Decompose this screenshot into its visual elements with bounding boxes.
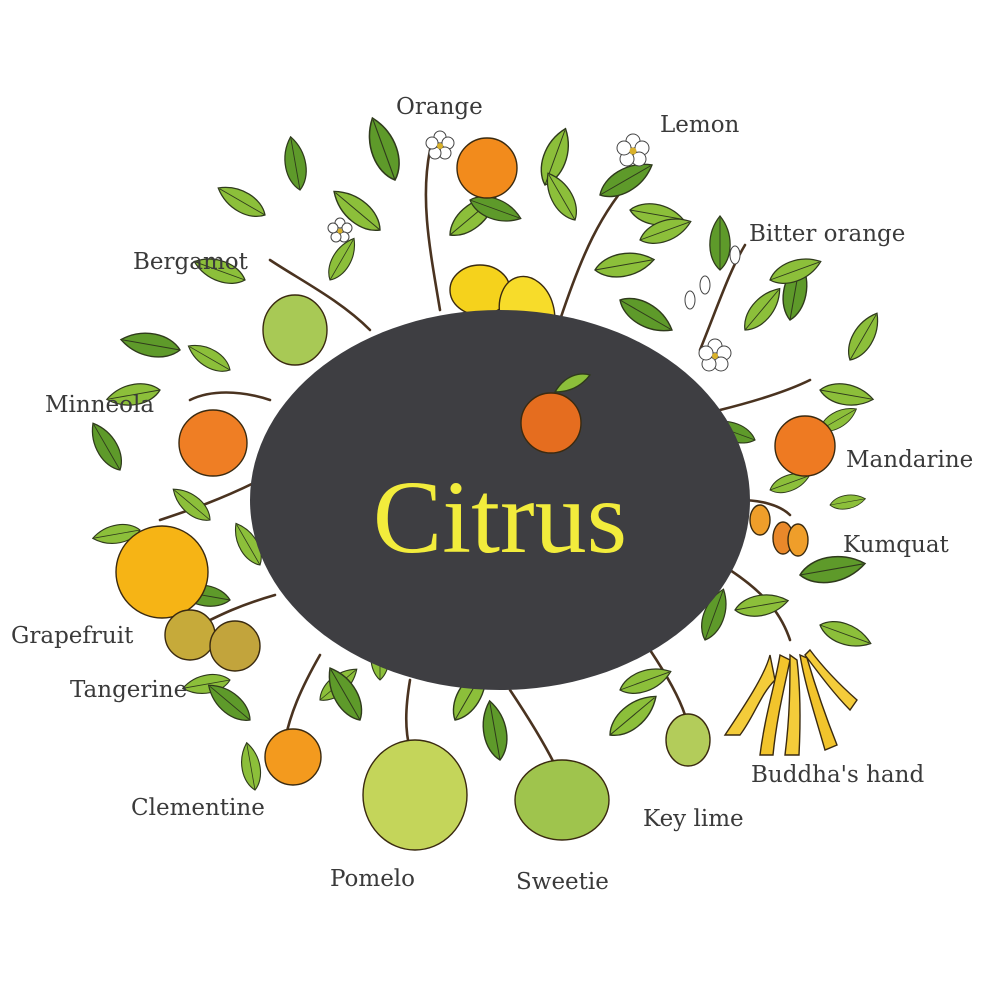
flowers: [327, 130, 741, 372]
label-minneola: Minneola: [45, 392, 154, 418]
kumquat-fruit-1: [749, 504, 771, 536]
leaf-icon: [118, 327, 183, 362]
leaf-icon: [817, 379, 876, 410]
leaf-icon: [613, 289, 679, 341]
label-grapefruit: Grapefruit: [11, 623, 134, 649]
leaf-icon: [602, 687, 664, 745]
buddhas-hand-fruit: [723, 648, 858, 756]
leaf-icon: [840, 307, 887, 366]
title-badge: [250, 310, 750, 690]
leaf-icon: [237, 740, 265, 793]
page-title: Citrus: [373, 460, 627, 575]
leaf-icon: [212, 178, 271, 225]
key-lime-fruit: [665, 713, 711, 767]
fruit-labels: Orange Lemon Bitter orange Bergamot Minn…: [11, 94, 973, 895]
leaf-icon: [615, 661, 675, 701]
label-bergamot: Bergamot: [133, 249, 249, 275]
leaf-icon: [732, 590, 791, 621]
label-orange: Orange: [396, 94, 483, 120]
leaf-icon: [815, 614, 875, 654]
leaf-icon: [201, 676, 258, 729]
minneola-fruit: [178, 409, 248, 477]
label-bitter-orange: Bitter orange: [749, 221, 905, 247]
leaf-icon: [828, 491, 868, 513]
label-lemon: Lemon: [660, 112, 740, 138]
leaf-icon: [166, 481, 217, 528]
label-key-lime: Key lime: [643, 806, 744, 832]
leaf-icon: [280, 134, 311, 193]
label-buddhas-hand: Buddha's hand: [751, 762, 924, 788]
lemon-blossom-icon: [616, 133, 650, 167]
leaf-icon: [709, 215, 731, 271]
bitter-orange-blossom-icon: [698, 338, 732, 372]
leaf-icon: [736, 281, 789, 338]
label-tangerine: Tangerine: [70, 677, 187, 703]
label-pomelo: Pomelo: [330, 866, 415, 892]
leaf-icon: [83, 417, 130, 476]
fruits: [115, 137, 858, 851]
leaf-icon: [477, 698, 512, 763]
label-clementine: Clementine: [131, 795, 265, 821]
sweetie-fruit: [514, 759, 610, 841]
label-kumquat: Kumquat: [843, 532, 950, 558]
bergamot-blossom-icon: [327, 217, 353, 243]
orange-fruit: [456, 137, 518, 199]
grapefruit-fruit: [115, 525, 209, 619]
leaf-icon: [592, 247, 657, 282]
label-sweetie: Sweetie: [516, 869, 609, 895]
badge-fruit: [520, 373, 592, 454]
label-mandarine: Mandarine: [846, 447, 973, 473]
tangerine-fruit-1: [164, 609, 216, 661]
tangerine-fruit-2: [209, 620, 261, 672]
mandarine-fruit: [774, 415, 836, 477]
kumquat-fruit-3: [787, 523, 809, 557]
leaf-icon: [360, 112, 408, 186]
orange-blossom-icon: [425, 130, 455, 160]
pomelo-fruit: [362, 739, 468, 851]
bergamot-fruit: [262, 294, 328, 366]
leaf-icon: [183, 337, 236, 379]
clementine-fruit: [264, 728, 322, 786]
